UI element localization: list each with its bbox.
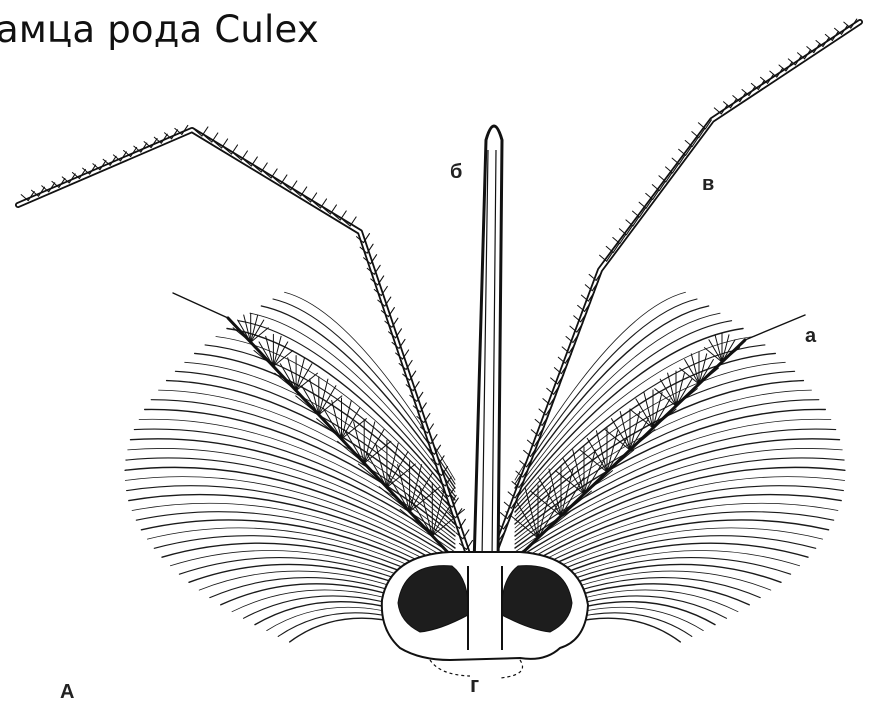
label-g: г xyxy=(470,672,479,697)
label-a: а xyxy=(805,325,817,347)
proboscis xyxy=(474,126,502,565)
palps xyxy=(18,19,860,560)
label-b: б xyxy=(450,161,462,183)
label-A: А xyxy=(60,681,74,701)
label-v: в xyxy=(702,173,714,195)
head-capsule xyxy=(382,552,588,678)
